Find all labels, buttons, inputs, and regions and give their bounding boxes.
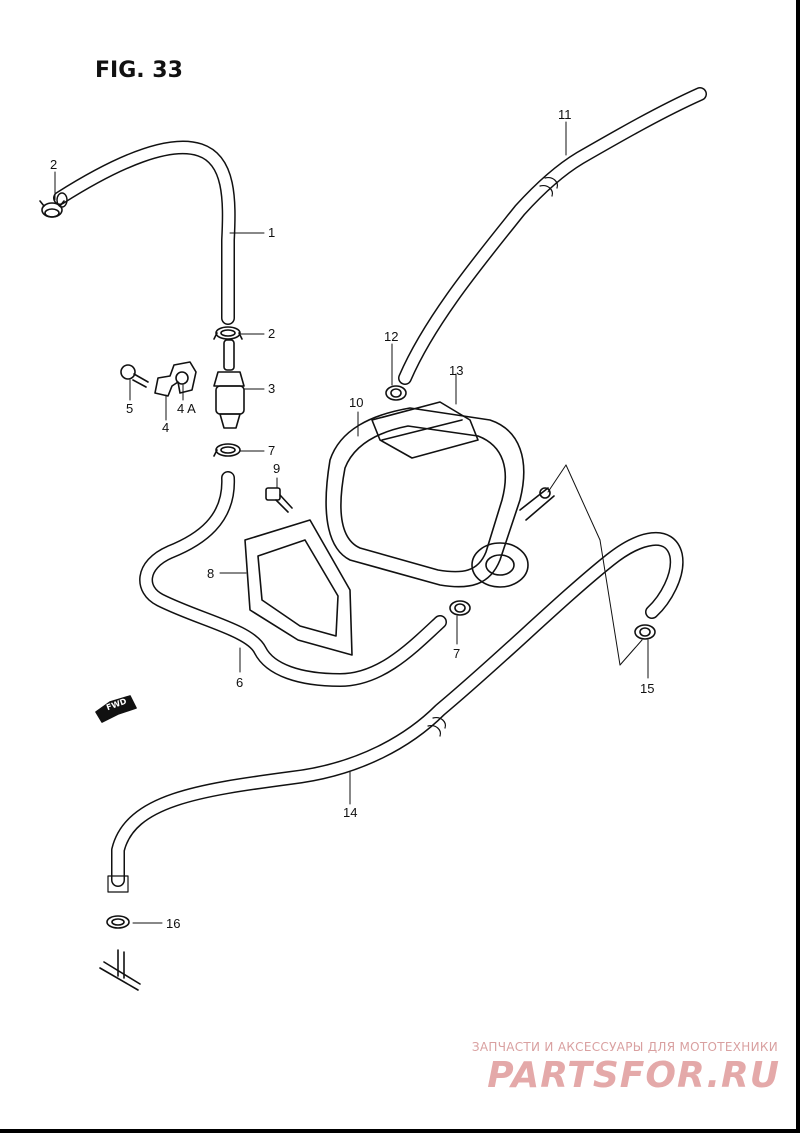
callout-9: 9 bbox=[273, 461, 281, 476]
hose-14 bbox=[111, 532, 684, 887]
callout-8: 8 bbox=[207, 566, 215, 581]
clamp-15 bbox=[634, 624, 656, 640]
clamp-2-lower bbox=[213, 326, 243, 340]
clamp-12 bbox=[385, 385, 407, 401]
clamp-2-upper bbox=[39, 200, 65, 218]
hose-6 bbox=[139, 471, 447, 687]
callout-6: 6 bbox=[236, 675, 244, 690]
callout-11: 11 bbox=[558, 107, 572, 122]
callout-15: 15 bbox=[640, 681, 655, 696]
callout-1: 1 bbox=[268, 225, 276, 240]
callout-16: 16 bbox=[166, 916, 181, 931]
callout-4: 4 bbox=[162, 420, 170, 435]
callout-4a: 4 A bbox=[177, 401, 196, 416]
clamp-7-upper bbox=[213, 443, 241, 457]
callout-2-upper: 2 bbox=[50, 157, 58, 172]
callout-10: 10 bbox=[349, 395, 364, 410]
page-border-bottom bbox=[0, 1129, 800, 1133]
page-border-right bbox=[796, 0, 800, 1133]
bolt-9 bbox=[265, 487, 293, 513]
bracket-4 bbox=[154, 361, 197, 397]
figure-title: FIG. 33 bbox=[95, 58, 183, 83]
callout-5: 5 bbox=[126, 401, 134, 416]
callout-14: 14 bbox=[343, 805, 358, 820]
watermark-tagline: ЗАПЧАСТИ И АКСЕССУАРЫ ДЛЯ МОТОТЕХНИКИ bbox=[471, 1040, 778, 1054]
callout-3: 3 bbox=[268, 381, 276, 396]
canister-10 bbox=[325, 407, 555, 588]
strap-13 bbox=[371, 401, 479, 459]
callout-7-lower: 7 bbox=[453, 646, 461, 661]
callout-13: 13 bbox=[449, 363, 464, 378]
fuel-filter-3 bbox=[213, 339, 245, 429]
clamp-7-lower bbox=[449, 600, 471, 616]
clamp-16 bbox=[106, 915, 130, 929]
watermark-logo: PARTSFOR.RU bbox=[487, 1055, 780, 1096]
t-joint bbox=[99, 949, 141, 991]
fwd-arrow-icon bbox=[95, 695, 137, 723]
hose-1 bbox=[53, 140, 236, 325]
hose-joint-marks bbox=[107, 177, 558, 893]
leader-lines bbox=[54, 121, 649, 924]
callout-2-lower: 2 bbox=[268, 326, 276, 341]
callout-7-upper: 7 bbox=[268, 443, 276, 458]
bracket-8 bbox=[244, 519, 353, 656]
bolt-5 bbox=[120, 364, 149, 388]
callout-12: 12 bbox=[384, 329, 399, 344]
hose-11 bbox=[398, 87, 707, 385]
